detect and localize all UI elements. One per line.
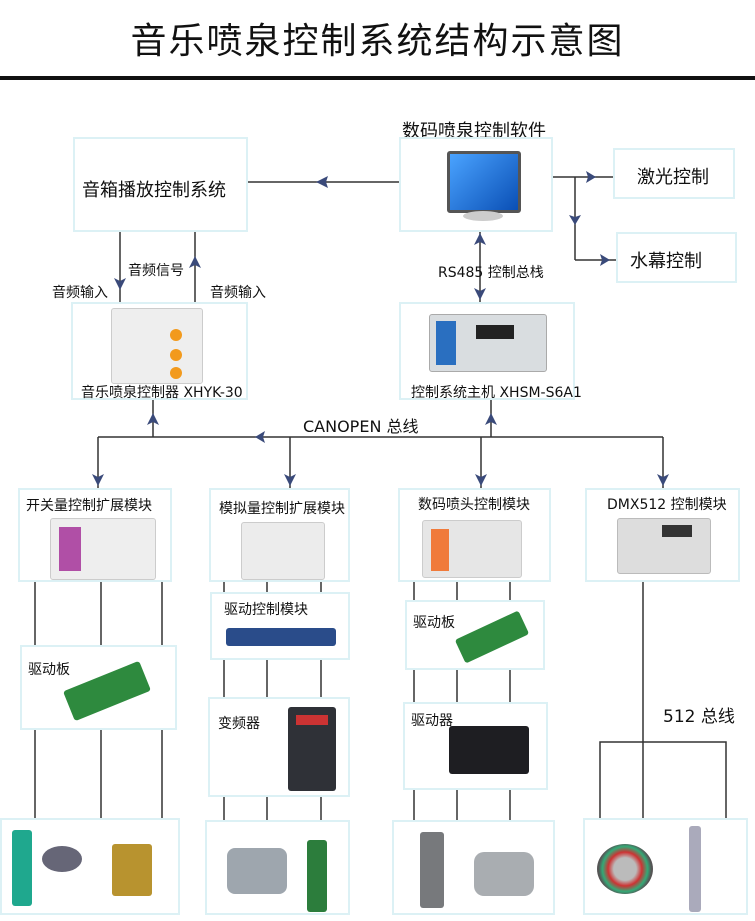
dmx-controller-device-icon: [617, 518, 711, 574]
software-label: 数码喷泉控制软件: [402, 121, 546, 142]
module-analog: 模拟量控制扩展模块: [209, 488, 350, 582]
actuators-box-2: [205, 820, 350, 915]
driver-board-label: 驱动板: [28, 662, 70, 678]
drive-control-module-label: 驱动控制模块: [224, 602, 308, 618]
submersible-pump-icon: [307, 840, 327, 912]
drive-control-module-box: 驱动控制模块: [210, 592, 350, 660]
module-label: 模拟量控制扩展模块: [219, 501, 345, 517]
driver-board-box-3: 驱动板: [405, 600, 545, 670]
led-fountain-light-icon: [597, 844, 653, 894]
rs485-label: RS485 控制总栈: [438, 265, 544, 281]
switch-module-device-icon: [50, 518, 156, 580]
drive-control-board-icon: [226, 628, 336, 646]
nozzle-icon: [420, 832, 444, 908]
nozzle-module-device-icon: [422, 520, 522, 578]
module-digital-nozzle: 数码喷头控制模块: [398, 488, 551, 582]
deep-well-pump-icon: [689, 826, 701, 912]
actuators-box-1: [0, 818, 180, 915]
music-controller-box: 音乐喷泉控制器 XHYK-30: [71, 302, 248, 401]
arrow-left: [316, 176, 328, 188]
speaker-system-box: 音箱播放控制系统: [73, 137, 248, 232]
driver-board-icon: [454, 610, 530, 664]
host-box: 控制系统主机 XHSM-S6A1: [399, 302, 582, 401]
module-switch: 开关量控制扩展模块: [18, 488, 172, 582]
module-label: 数码喷头控制模块: [418, 497, 530, 513]
music-controller-device-icon: [111, 308, 203, 384]
cabinet-icon: [12, 830, 32, 906]
module-label: DMX512 控制模块: [607, 497, 727, 513]
dmx-bus-label: 512 总线: [663, 707, 735, 727]
audio-signal-label: 音频信号: [128, 263, 184, 279]
stepper-driver-icon: [449, 726, 529, 774]
actuators-box-4: [583, 818, 748, 915]
monitor-stand-icon: [463, 211, 503, 221]
inverter-box: 变频器: [208, 697, 350, 797]
speaker-system-label: 音箱播放控制系统: [82, 180, 226, 201]
solenoid-valve-icon: [112, 844, 152, 896]
host-device-icon: [429, 314, 547, 372]
module-dmx512: DMX512 控制模块: [585, 488, 740, 582]
title-rule: [0, 76, 755, 80]
audio-in-right-label: 音频输入: [210, 285, 266, 301]
driver-label: 驱动器: [411, 713, 453, 729]
driver-board-label: 驱动板: [413, 615, 455, 631]
music-controller-label: 音乐喷泉控制器 XHYK-30: [81, 385, 243, 401]
laser-control-box: 激光控制: [613, 148, 735, 199]
analog-module-device-icon: [241, 522, 325, 580]
arrowheads: [92, 171, 669, 486]
actuators-box-3: [392, 820, 555, 915]
inverter-device-icon: [288, 707, 336, 791]
module-label: 开关量控制扩展模块: [26, 498, 152, 514]
motor-icon: [227, 848, 287, 894]
inverter-label: 变频器: [218, 716, 260, 732]
computer-monitor-icon: [447, 151, 521, 213]
underwater-light-icon: [42, 846, 82, 872]
water-curtain-label: 水幕控制: [630, 251, 702, 272]
software-box: [399, 137, 553, 232]
canopen-bus-label: CANOPEN 总线: [303, 417, 419, 436]
host-label: 控制系统主机 XHSM-S6A1: [411, 385, 582, 401]
driver-board-icon: [62, 660, 152, 722]
diagram-title: 音乐喷泉控制系统结构示意图: [130, 21, 625, 62]
audio-in-left-label: 音频输入: [52, 285, 108, 301]
driver-board-box-1: 驱动板: [20, 645, 177, 730]
water-curtain-box: 水幕控制: [616, 232, 737, 283]
driver-box: 驱动器: [403, 702, 548, 790]
pump-icon: [474, 852, 534, 896]
laser-label: 激光控制: [637, 167, 709, 188]
